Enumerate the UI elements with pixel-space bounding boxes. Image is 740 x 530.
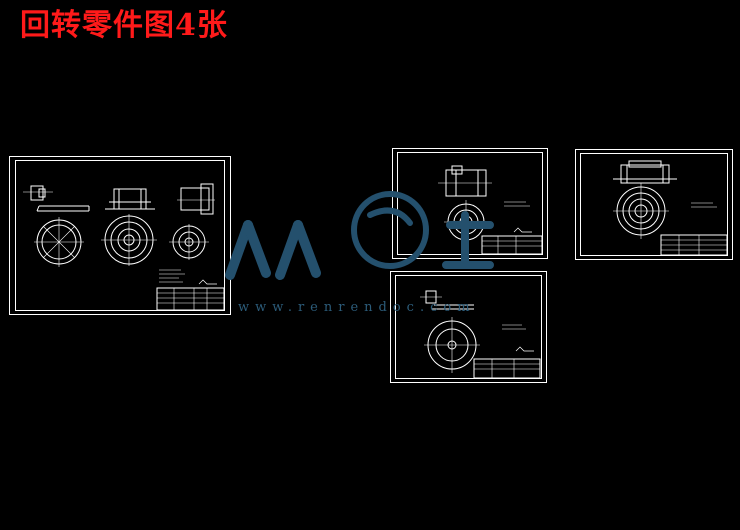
page-title: 回转零件图4张 xyxy=(20,8,228,43)
drawing-sheet-2[interactable] xyxy=(392,148,548,259)
drawing-sheet-1[interactable] xyxy=(9,156,231,315)
drawing-sheet-3[interactable] xyxy=(575,149,733,260)
watermark-logo xyxy=(210,185,510,289)
drawing-sheet-4[interactable] xyxy=(390,271,547,383)
watermark-url: www.renrendoc.com xyxy=(238,300,476,315)
